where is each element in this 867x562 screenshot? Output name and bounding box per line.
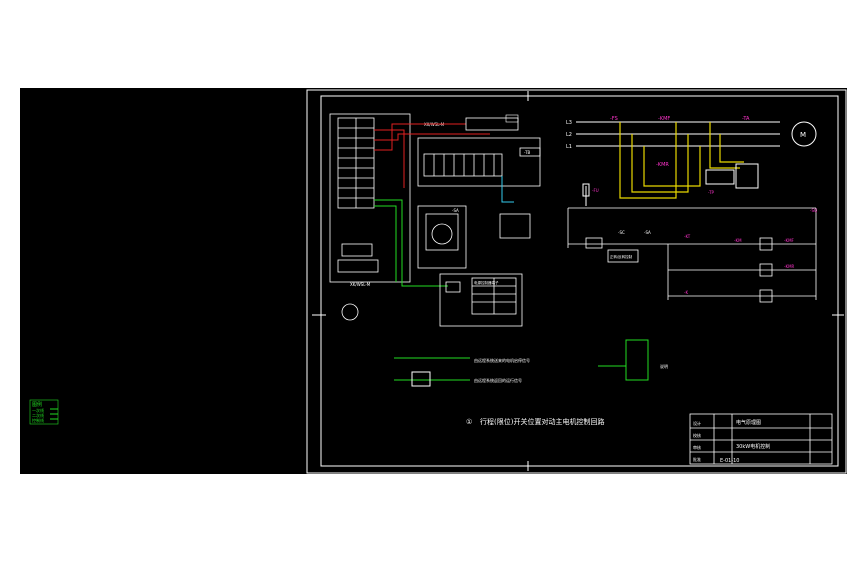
motor-icon [791, 121, 817, 147]
cad-viewport[interactable]: 图例 一次线 二次线 控制线 XK/WSL-M XK/WSL-M [20, 88, 847, 474]
legend-title: 图例 [32, 401, 42, 408]
ctl-label-kmr: -KMR [784, 264, 795, 269]
terminal-label-box [465, 117, 519, 131]
label-fs: -FS [610, 116, 618, 122]
notes-wires [394, 339, 649, 387]
terminal-title: 电源控制器端子 [474, 280, 499, 285]
ctl-label-kt: -KT [684, 234, 691, 239]
label-tp: -TP [708, 190, 715, 195]
legend-line-1: 一次线 [32, 407, 44, 413]
ctl-label-sa: -SA [644, 230, 651, 235]
ctl-label-kmf: -KMF [784, 238, 795, 243]
label-ta: -TA [742, 116, 750, 122]
phase-l3: L3 [566, 120, 572, 126]
label-kmf: -KMF [658, 116, 670, 122]
terminal-table [439, 273, 523, 327]
module-tb [417, 137, 541, 187]
electrical-drawing: 图例 一次线 二次线 控制线 XK/WSL-M XK/WSL-M [29, 89, 847, 474]
label-kmr: -KMR [656, 162, 669, 168]
drawing-frame [320, 95, 839, 467]
ctl-label-sq: -SQ [810, 208, 817, 213]
motor-symbol-small [341, 303, 359, 321]
note-1: 由远程系统送来的电机启停信号 [474, 357, 530, 363]
caption-circle: ① [466, 418, 472, 426]
ctl-label-sc: -SC [618, 230, 625, 235]
note-2: 由远程系统返回的运行信号 [474, 377, 522, 383]
red-wires [374, 123, 490, 188]
ctl-note: 正转/反转控制 [610, 254, 633, 259]
plc-panel [329, 113, 411, 283]
cyan-wire [501, 176, 514, 203]
module-tb-label: -TB [524, 150, 531, 155]
legend-line-2: 二次线 [32, 412, 44, 418]
tb-sub: 30kW电机控制 [736, 443, 770, 450]
module-sa-label: -SA [452, 208, 459, 213]
tb-row-3: 审核 [693, 444, 701, 450]
plc-bottom-label: XK/WSL-M [350, 282, 371, 287]
label-fu: -FU [592, 188, 599, 193]
phase-l2: L2 [566, 132, 572, 138]
tb-row-2: 校核 [693, 432, 701, 438]
sheet-border [306, 89, 847, 474]
title-block [689, 413, 833, 465]
power-circuit: M [576, 121, 817, 206]
tb-header: 电气原理图 [736, 419, 761, 426]
tb-drawing-no: E-01-10 [720, 458, 740, 464]
phase-l1: L1 [566, 144, 572, 150]
motor-label: M [800, 131, 806, 139]
legend-line-3: 控制线 [32, 417, 44, 423]
legend-left: 图例 一次线 二次线 控制线 [29, 399, 59, 425]
terminal-label-box-2 [505, 114, 519, 123]
ctl-label-km: -KM [734, 238, 742, 243]
drawing-caption: 行程(限位)开关位置对动主电机控制回路 [480, 417, 604, 426]
side-note: 说明 [660, 363, 668, 369]
control-circuit [567, 207, 817, 303]
green-wires [374, 199, 448, 287]
tb-row-4: 批准 [693, 456, 701, 462]
tb-row-1: 设计 [693, 420, 701, 426]
ctl-label-k: -K [684, 290, 688, 295]
module-sa [417, 205, 531, 269]
